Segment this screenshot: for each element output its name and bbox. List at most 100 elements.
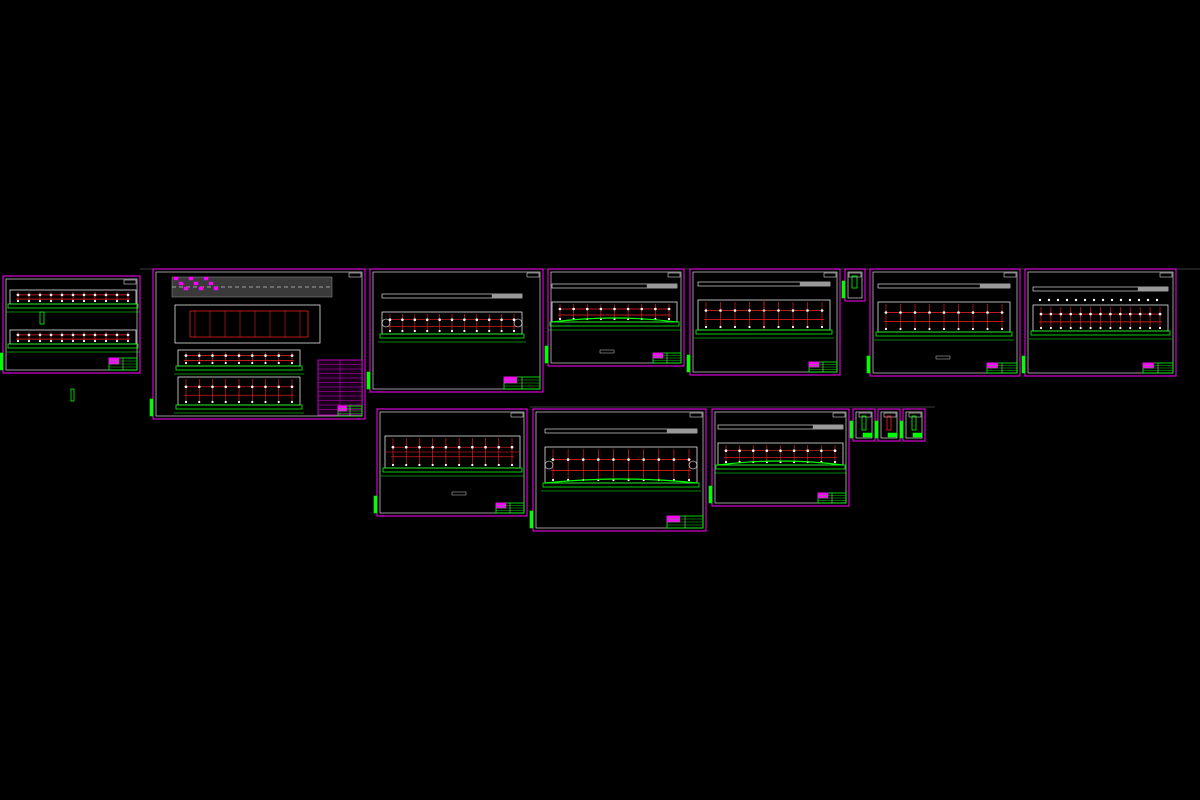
- beam-bottom-flange: [715, 464, 846, 470]
- bolt-hole: [471, 445, 474, 449]
- sheet-elevation-8[interactable]: [708, 408, 850, 507]
- bolt-hole: [510, 463, 514, 467]
- view-label: [451, 491, 467, 496]
- bolt-hole: [1138, 312, 1142, 316]
- bolt-hole: [224, 385, 228, 389]
- bolt-hole: [71, 339, 75, 343]
- bolt-hole: [654, 307, 657, 311]
- bolt-hole: [404, 445, 408, 449]
- bolt-hole: [733, 325, 737, 329]
- bolt-hole: [426, 329, 429, 333]
- bolt-hole: [791, 309, 795, 312]
- plan-view-inner: [189, 310, 309, 338]
- bolt-hole: [820, 449, 823, 453]
- bolt-hole: [1109, 326, 1112, 330]
- bolt-hole: [237, 361, 241, 365]
- sheet-inner-frame: [714, 411, 847, 504]
- sheet-plan-and-schedule[interactable]: [149, 268, 366, 420]
- bolt-hole: [126, 293, 130, 297]
- bolt-hole: [93, 299, 97, 303]
- annotation-tag: [198, 286, 204, 291]
- bolt-hole: [986, 327, 989, 331]
- bolt-hole: [488, 329, 491, 333]
- binding-margin-mark: [866, 355, 871, 374]
- bolt-hole: [60, 333, 64, 337]
- bolt-hole: [184, 385, 188, 389]
- loose-detail-mark: [70, 388, 75, 402]
- binding-margin-mark: [366, 371, 371, 390]
- bolt-hole: [1083, 298, 1087, 302]
- beam-bottom-flange: [542, 482, 700, 488]
- sheet-border: [2, 275, 141, 374]
- beam-elevation: [714, 424, 847, 474]
- end-hole: [688, 460, 698, 470]
- plan-view-outline: [174, 304, 321, 344]
- sheet-elevation-5[interactable]: [1021, 268, 1177, 377]
- sheet-border: [1024, 268, 1177, 377]
- bolt-hole: [237, 400, 241, 404]
- detail-part: [886, 415, 892, 431]
- bolt-hole: [724, 449, 728, 453]
- bolt-hole: [1049, 326, 1053, 330]
- bolt-hole: [438, 329, 441, 333]
- bolt-hole: [388, 329, 392, 333]
- sheet-inner-frame: [692, 271, 838, 373]
- drawing-sheets-group: [0, 268, 1177, 532]
- beam-elevation: [174, 376, 304, 414]
- bolt-hole: [277, 400, 280, 404]
- bolt-hole: [27, 339, 31, 343]
- bolt-hole: [806, 309, 809, 312]
- binding-margin-mark: [544, 345, 549, 364]
- sheet-elevation-2[interactable]: [544, 268, 685, 367]
- bolt-hole: [510, 445, 514, 449]
- bolt-hole: [1109, 312, 1112, 316]
- bolt-hole: [82, 339, 86, 343]
- beam-end-detail: [646, 283, 678, 289]
- bolt-hole: [913, 311, 917, 314]
- bolt-hole: [704, 325, 708, 329]
- beam-bottom-flange: [379, 333, 525, 339]
- bolt-hole: [777, 309, 780, 312]
- beam-elevation: [6, 289, 140, 313]
- bolt-hole: [450, 318, 454, 322]
- sheet-elevation-3[interactable]: [686, 268, 841, 376]
- camber-curve: [551, 317, 678, 323]
- bolt-hole: [1155, 298, 1159, 302]
- bolt-hole: [558, 307, 562, 311]
- bolt-hole: [942, 311, 946, 314]
- bolt-hole: [599, 307, 603, 311]
- bolt-hole: [913, 327, 917, 331]
- bolt-hole: [126, 333, 130, 337]
- bolt-hole: [1056, 298, 1060, 302]
- bolt-hole: [558, 317, 562, 321]
- sheet-elevation-4[interactable]: [866, 268, 1021, 377]
- bolt-hole: [719, 309, 722, 312]
- sheet-detail-small[interactable]: [841, 268, 866, 302]
- sheet-detail-3[interactable]: [899, 408, 926, 442]
- bolt-hole: [899, 327, 902, 331]
- bolt-hole: [27, 333, 31, 337]
- bolt-hole: [581, 458, 585, 461]
- sheet-elevation-6[interactable]: [373, 408, 528, 517]
- sheet-general-assembly[interactable]: [0, 275, 141, 374]
- sheet-elevation-7[interactable]: [529, 408, 707, 532]
- bolt-hole: [198, 361, 201, 365]
- sheet-elevation-1[interactable]: [366, 268, 544, 393]
- bolt-hole: [748, 309, 751, 312]
- bolt-hole: [444, 445, 448, 449]
- bolt-hole: [251, 361, 254, 365]
- bolt-hole: [104, 339, 108, 343]
- bolt-hole: [115, 299, 119, 303]
- bolt-hole: [1069, 326, 1072, 330]
- bolt-hole: [1101, 298, 1105, 302]
- bolt-hole: [704, 309, 708, 312]
- bolt-hole: [391, 463, 395, 467]
- sheet-border: [869, 268, 1021, 377]
- bolt-hole: [792, 449, 796, 453]
- binding-margin-mark: [1021, 355, 1026, 374]
- title-block: [1142, 362, 1174, 374]
- bolt-hole: [687, 458, 691, 461]
